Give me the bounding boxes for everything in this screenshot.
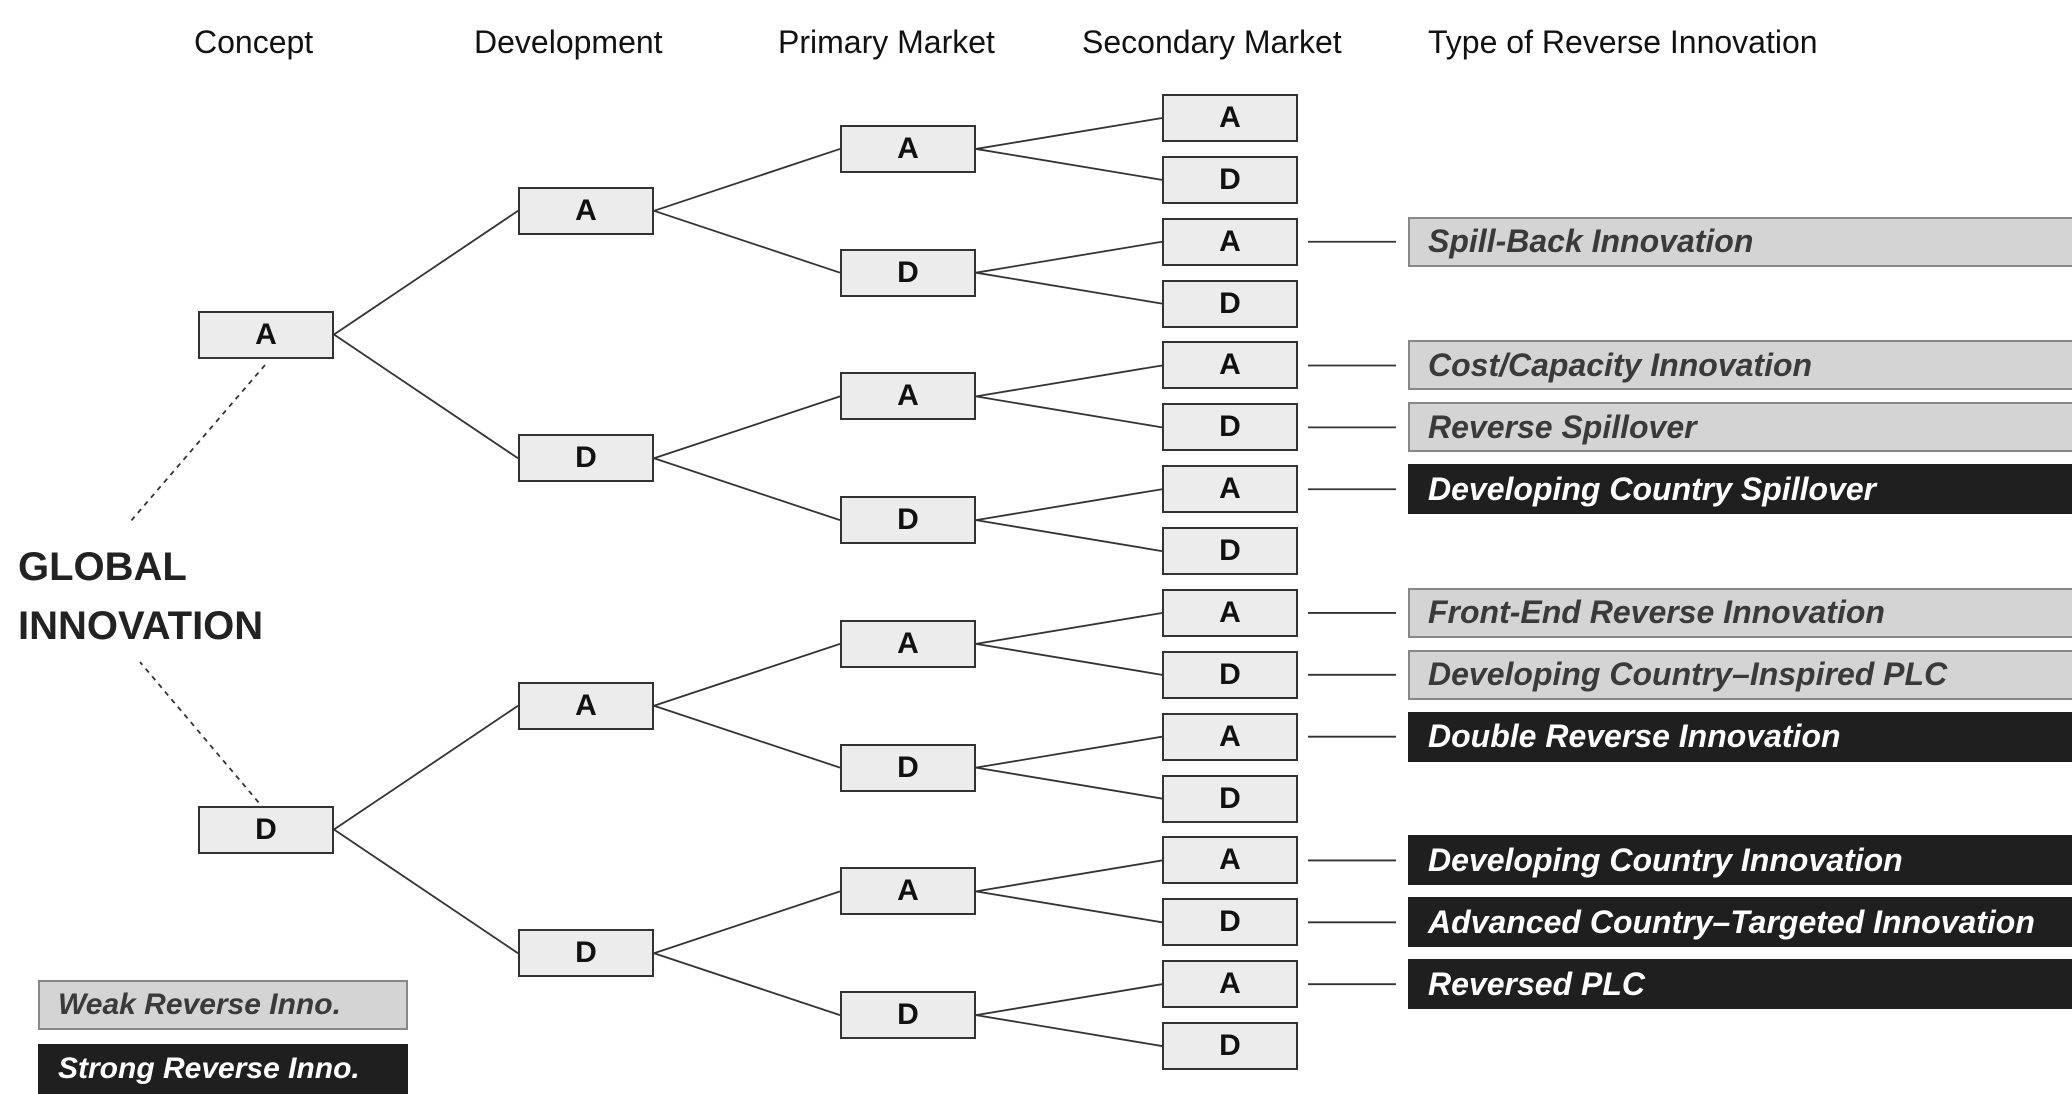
secondary-node-d: D: [1162, 1022, 1298, 1071]
primary-node-d: D: [840, 743, 976, 792]
primary-node-a: A: [840, 372, 976, 421]
edge-concept-development: [333, 828, 519, 954]
edge-primary-secondary: [975, 364, 1163, 398]
edge-concept-development: [333, 210, 519, 336]
secondary-node-d: D: [1162, 403, 1298, 452]
edge-primary-secondary: [975, 643, 1163, 676]
edge-primary-secondary: [975, 859, 1163, 893]
secondary-node-d: D: [1162, 155, 1298, 204]
type-label-developing-country-innovation: Developing Country Innovation: [1408, 835, 2072, 886]
type-label-reverse-spillover: Reverse Spillover: [1408, 402, 2072, 453]
type-label-developing-country-inspired-plc: Developing Country–Inspired PLC: [1408, 649, 2072, 700]
secondary-node-d: D: [1162, 279, 1298, 328]
type-label-cost-capacity-innovation: Cost/Capacity Innovation: [1408, 340, 2072, 391]
primary-node-d: D: [840, 496, 976, 545]
edge-development-primary: [653, 457, 841, 522]
header-concept: Concept: [194, 24, 314, 60]
development-node-d: D: [518, 434, 654, 483]
edge-primary-secondary: [975, 766, 1163, 800]
edge-primary-secondary: [975, 240, 1163, 274]
edge-primary-secondary: [975, 735, 1163, 769]
type-label-reversed-plc: Reversed PLC: [1408, 959, 2072, 1010]
type-label-spill-back-innovation: Spill-Back Innovation: [1408, 216, 2072, 267]
legend-strong: Strong Reverse Inno.: [38, 1044, 408, 1094]
secondary-node-d: D: [1162, 650, 1298, 699]
edge-development-primary: [653, 704, 841, 769]
dashed-root-to-concept-d: [139, 661, 266, 811]
edge-primary-secondary: [975, 890, 1163, 924]
dashed-root-to-concept-a: [129, 364, 266, 523]
secondary-node-d: D: [1162, 527, 1298, 576]
primary-node-d: D: [840, 248, 976, 297]
type-label-advanced-country-targeted-innovation: Advanced Country–Targeted Innovation: [1408, 897, 2072, 948]
edge-primary-secondary: [975, 271, 1163, 305]
primary-node-a: A: [840, 124, 976, 173]
secondary-node-a: A: [1162, 712, 1298, 761]
secondary-node-a: A: [1162, 960, 1298, 1009]
edge-primary-secondary: [975, 148, 1163, 181]
secondary-node-a: A: [1162, 341, 1298, 390]
primary-node-a: A: [840, 619, 976, 668]
edge-primary-secondary: [975, 488, 1163, 522]
header-type-of-reverse-innovation: Type of Reverse Innovation: [1428, 24, 1818, 60]
global-innovation-line2: INNOVATION: [18, 604, 264, 648]
primary-node-a: A: [840, 867, 976, 916]
secondary-node-d: D: [1162, 774, 1298, 823]
edge-primary-secondary: [975, 612, 1163, 645]
edge-primary-secondary: [975, 395, 1163, 429]
secondary-node-a: A: [1162, 588, 1298, 637]
secondary-node-a: A: [1162, 465, 1298, 514]
type-label-double-reverse-innovation: Double Reverse Innovation: [1408, 711, 2072, 762]
edge-primary-secondary: [975, 1014, 1163, 1047]
edge-development-primary: [653, 643, 841, 707]
legend-weak: Weak Reverse Inno.: [38, 980, 408, 1030]
edge-development-primary: [653, 890, 841, 955]
edge-development-primary: [653, 209, 841, 274]
type-label-front-end-reverse-innovation: Front-End Reverse Innovation: [1408, 587, 2072, 638]
edge-development-primary: [653, 952, 841, 1016]
global-innovation-line1: GLOBAL: [18, 545, 187, 589]
secondary-node-a: A: [1162, 836, 1298, 885]
header-primary-market: Primary Market: [778, 24, 995, 60]
concept-node-a: A: [198, 310, 334, 359]
header-development: Development: [474, 24, 663, 60]
type-label-developing-country-spillover: Developing Country Spillover: [1408, 464, 2072, 515]
edge-primary-secondary: [975, 519, 1163, 552]
secondary-node-d: D: [1162, 898, 1298, 947]
secondary-node-a: A: [1162, 94, 1298, 142]
edge-primary-secondary: [975, 117, 1163, 150]
edge-concept-development: [333, 705, 519, 831]
primary-node-d: D: [840, 991, 976, 1040]
development-node-a: A: [518, 186, 654, 235]
edge-development-primary: [653, 395, 841, 460]
secondary-node-a: A: [1162, 217, 1298, 266]
development-node-d: D: [518, 929, 654, 978]
global-innovation-label: GLOBAL INNOVATION: [18, 538, 263, 656]
development-node-a: A: [518, 681, 654, 730]
concept-node-d: D: [198, 805, 334, 854]
edge-primary-secondary: [975, 983, 1163, 1017]
edge-development-primary: [653, 148, 841, 212]
header-secondary-market: Secondary Market: [1082, 24, 1342, 60]
edge-concept-development: [333, 333, 519, 460]
